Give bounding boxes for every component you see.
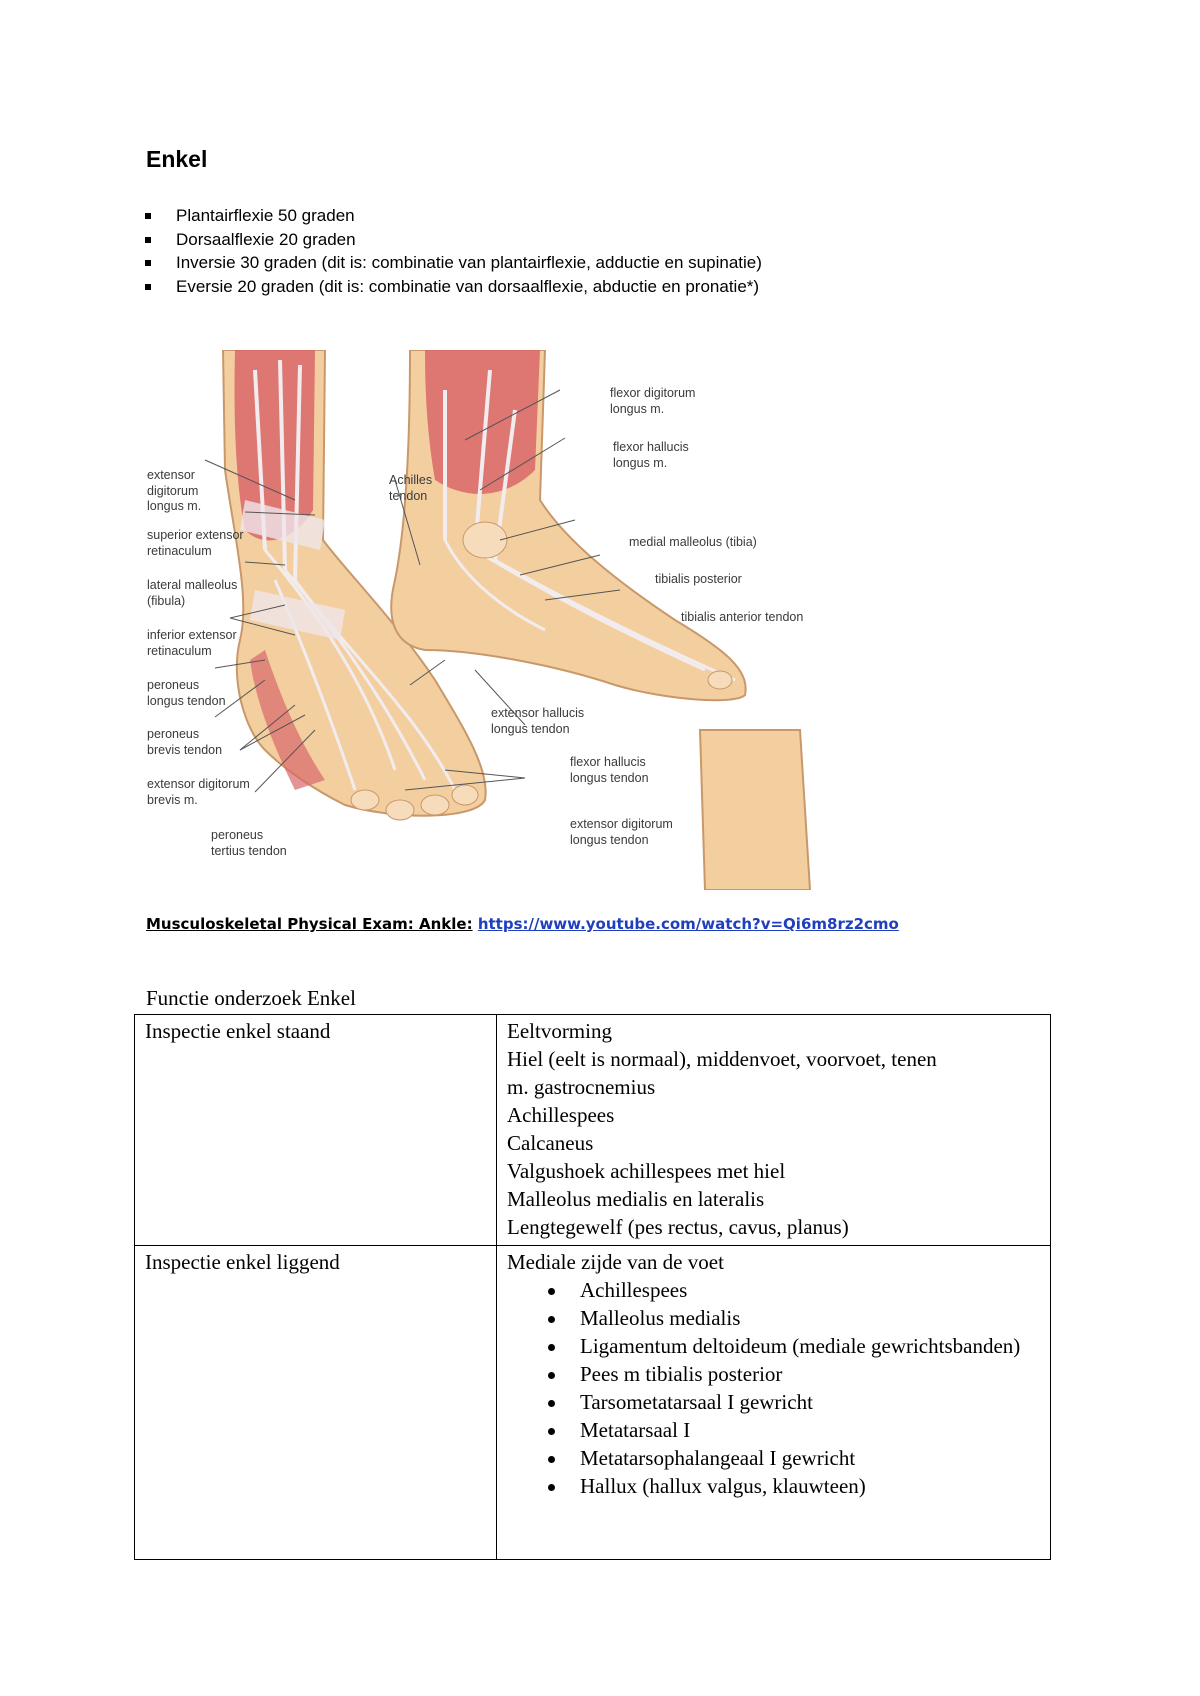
list-item: Plantairflexie 50 graden [145,204,762,228]
label-extensor-hallucis-longus-tendon: extensor hallucis longus tendon [491,706,585,736]
list-item: Ligamentum deltoideum (mediale gewrichts… [548,1332,1040,1360]
label-inferior-extensor-retinaculum: inferior extensor retinaculum [147,628,237,658]
video-label: Musculoskeletal Physical Exam: Ankle: [146,915,473,933]
label-extensor-digitorum-brevis-m: extensor digitorum brevis m. [147,777,250,807]
leader-lines [204,389,621,793]
list-item: Pees m tibialis posterior [548,1360,1040,1388]
inspection-bullet-list: Achillespees Malleolus medialis Ligament… [507,1276,1040,1500]
label-flexor-digitorum-longus-m: flexor digitorum longus m. [610,386,696,416]
video-link[interactable]: https://www.youtube.com/watch?v=Qi6m8rz2… [477,915,899,933]
label-tibialis-posterior: tibialis posterior [655,572,742,586]
right-foot-drawing [390,350,747,702]
label-peroneus-brevis-tendon: peroneus brevis tendon [147,727,223,757]
label-tibialis-anterior-tendon: tibialis anterior tendon [681,610,804,624]
list-item: Metatarsaal I [548,1416,1040,1444]
table-line: Hiel (eelt is normaal), middenvoet, voor… [507,1047,937,1071]
table-line: Valgushoek achillespees met hiel [507,1159,786,1183]
label-extensor-digitorum-longus-m: extensor digitorum longus m. [147,468,202,513]
table-cell-label: Inspectie enkel staand [134,1014,497,1246]
table-line: Eeltvorming [507,1019,612,1043]
label-superior-extensor-retinaculum: superior extensor retinaculum [147,528,244,558]
table-cell-content: Eeltvorming Hiel (eelt is normaal), midd… [496,1014,1051,1246]
label-medial-malleolus: medial malleolus (tibia) [629,535,757,549]
label-lateral-malleolus: lateral malleolus (fibula) [147,578,238,608]
exam-table: Inspectie enkel staand Eeltvorming Hiel … [134,1014,1051,1560]
list-item: Eversie 20 graden (dit is: combinatie va… [145,275,762,299]
table-cell-content: Mediale zijde van de voet Achillespees M… [496,1245,1051,1560]
table-row: Inspectie enkel staand Eeltvorming Hiel … [134,1014,1051,1246]
table-line: Calcaneus [507,1131,594,1155]
table-line: m. gastrocnemius [507,1075,656,1099]
table-line: Achillespees [507,1103,615,1127]
list-item: Metatarsophalangeaal I gewricht [548,1444,1040,1472]
label-flexor-hallucis-longus-m: flexor hallucis longus m. [613,440,689,470]
table-line: Lengtegewelf (pes rectus, cavus, planus) [507,1215,849,1239]
list-item: Tarsometatarsaal I gewricht [548,1388,1040,1416]
list-item: Inversie 30 graden (dit is: combinatie v… [145,251,762,275]
left-foot-drawing [221,350,487,821]
ankle-anatomy-figure: extensor digitorum longus m. superior ex… [145,350,875,890]
label-peroneus-tertius-tendon: peroneus tertius tendon [211,828,287,858]
label-flexor-hallucis-longus-tendon: flexor hallucis longus tendon [570,755,649,785]
list-item: Achillespees [548,1276,1040,1304]
label-peroneus-longus-tendon: peroneus longus tendon [147,678,226,708]
table-cell-label: Inspectie enkel liggend [134,1245,497,1560]
list-item: Malleolus medialis [548,1304,1040,1332]
ankle-anatomy-illustration [204,350,812,890]
table-line: Mediale zijde van de voet [507,1250,724,1274]
table-line: Malleolus medialis en lateralis [507,1187,765,1211]
table-row: Inspectie enkel liggend Mediale zijde va… [134,1245,1051,1560]
page-heading: Enkel [146,146,208,172]
range-of-motion-list: Plantairflexie 50 graden Dorsaalflexie 2… [145,204,762,298]
section-title: Functie onderzoek Enkel [146,986,356,1010]
label-extensor-digitorum-longus-tendon: extensor digitorum longus tendon [570,817,673,847]
leg-fragment [698,729,812,890]
list-item: Dorsaalflexie 20 graden [145,228,762,252]
list-item: Hallux (hallux valgus, klauwteen) [548,1472,1040,1500]
video-reference: Musculoskeletal Physical Exam: Ankle: ht… [146,915,899,933]
label-achilles-tendon: Achilles tendon [389,473,433,503]
